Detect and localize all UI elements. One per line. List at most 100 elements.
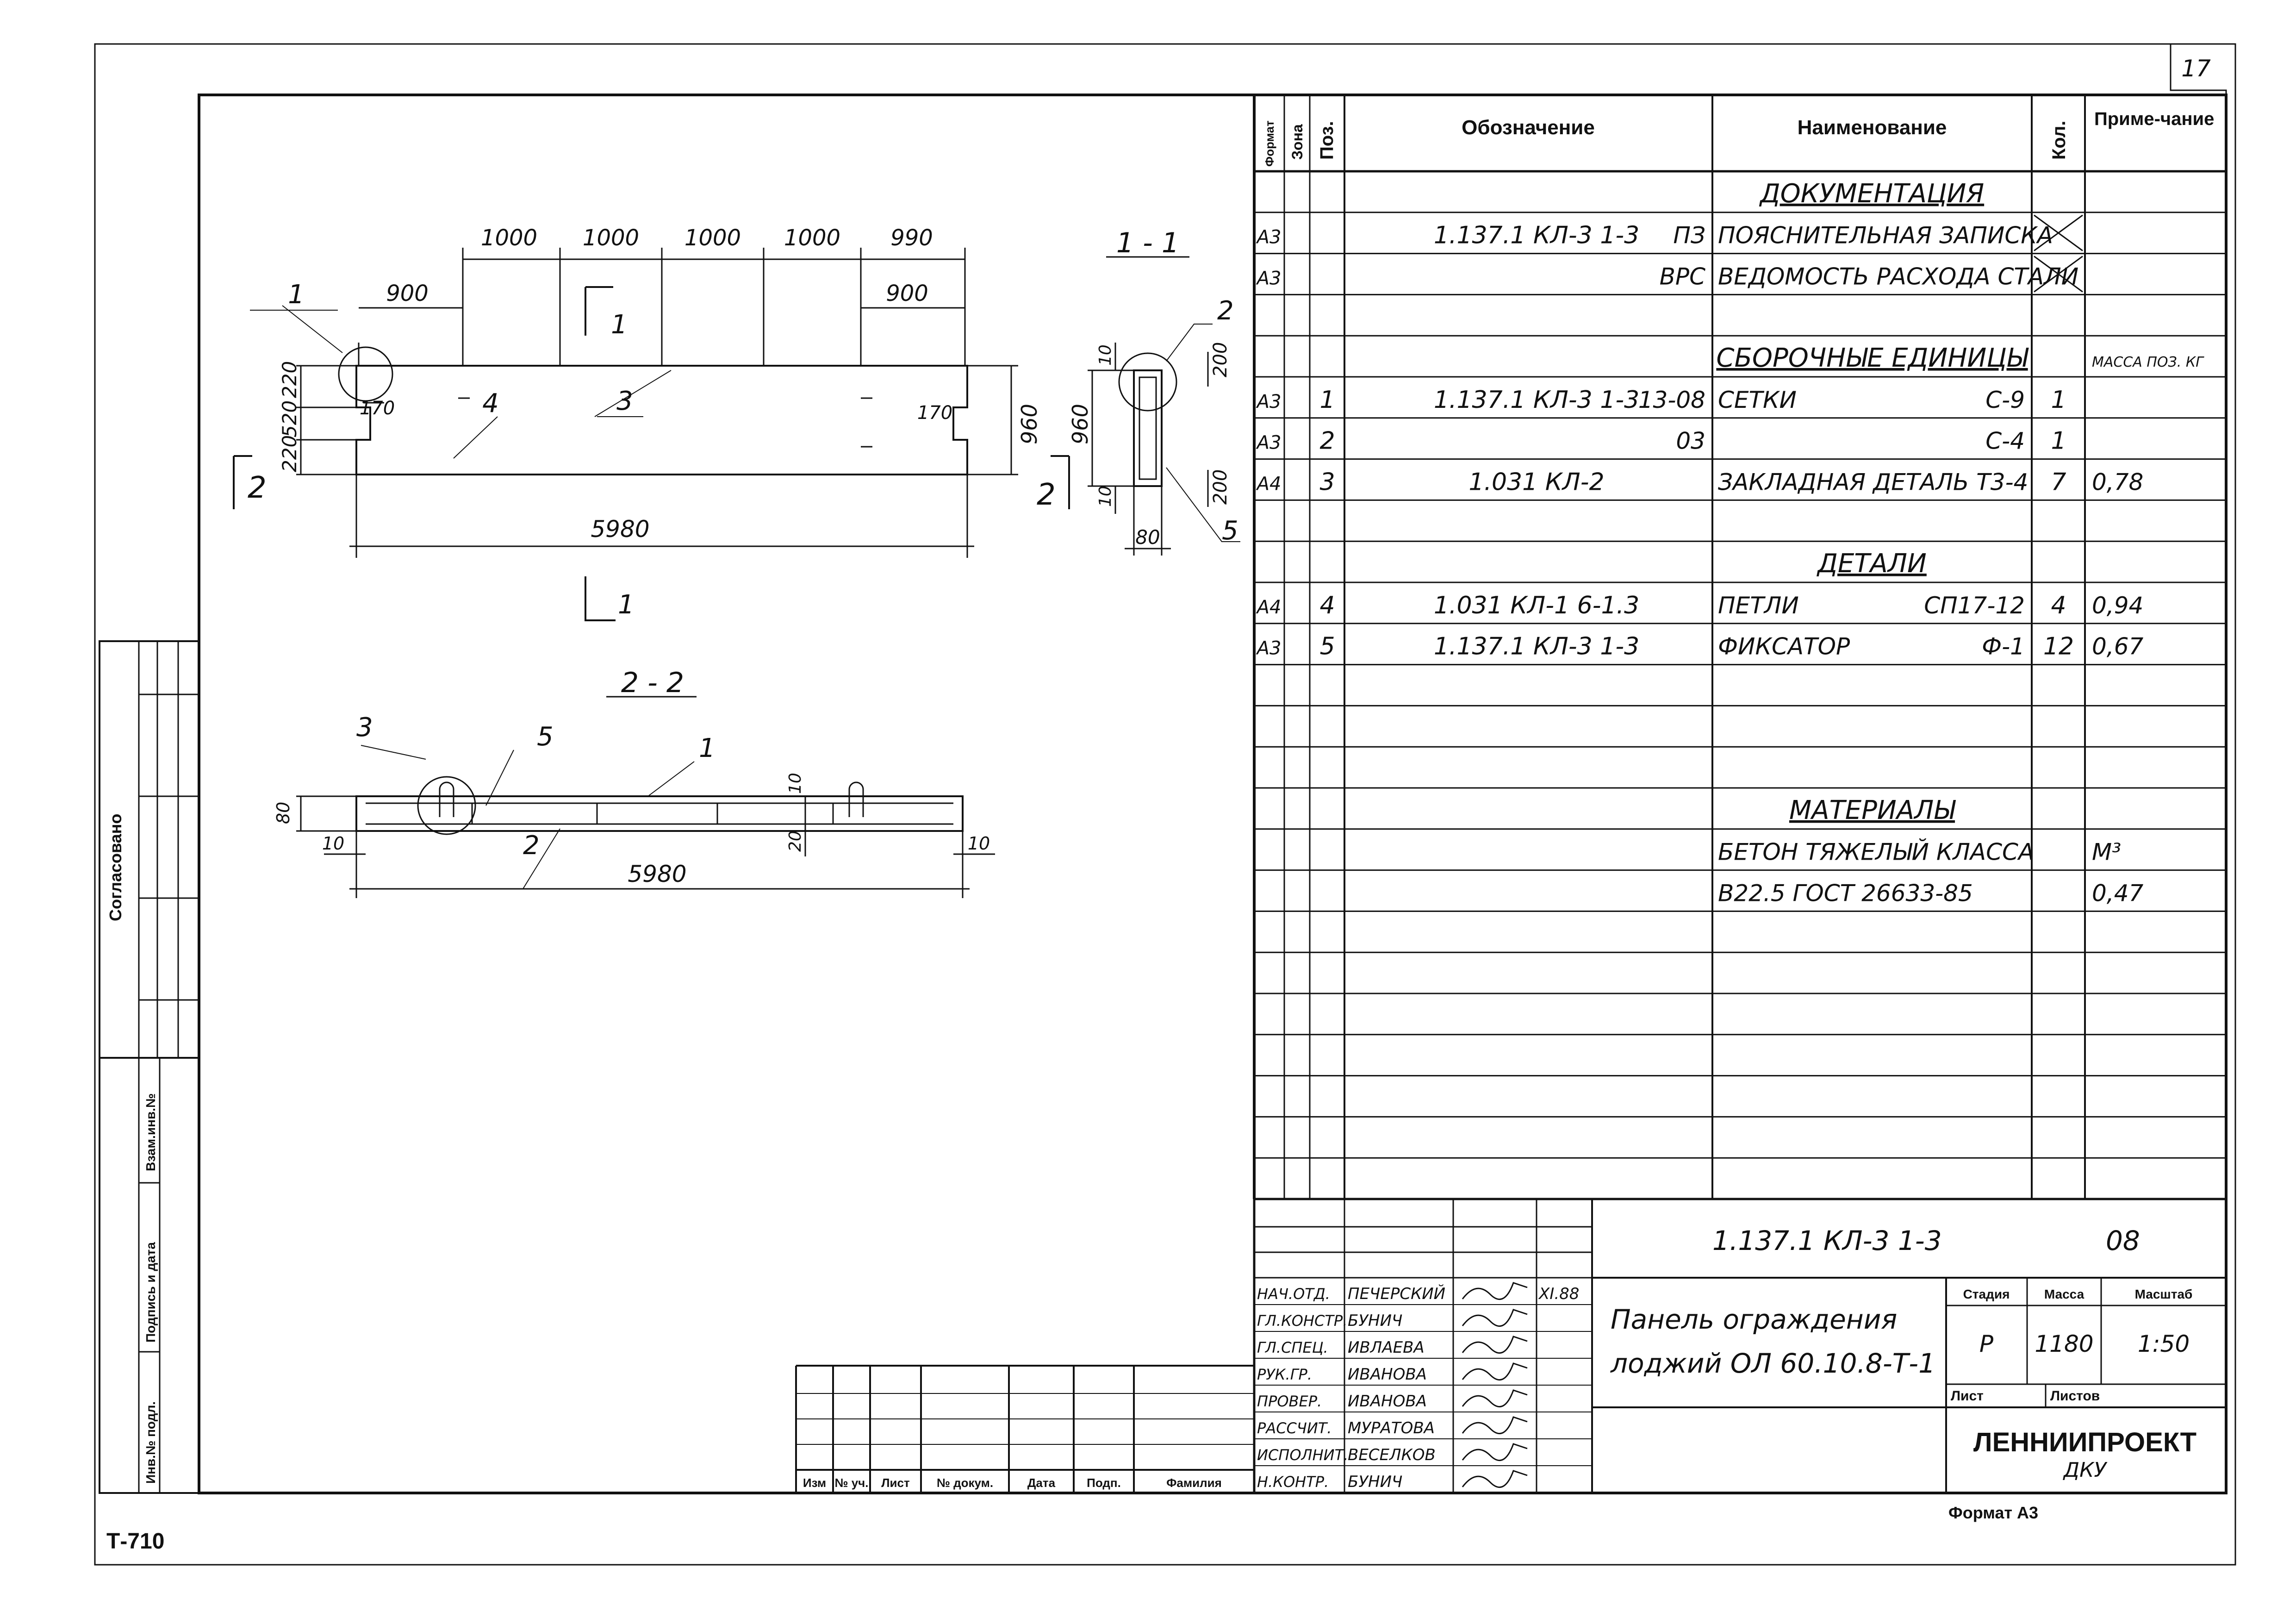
sign-date-label: Подпись и дата [143,1242,158,1343]
dim-label: 1000 [481,225,537,251]
spec-section-title: СБОРОЧНЫЕ ЕДИНИЦЫ [1716,343,2028,373]
signature-scribble [1462,1443,1528,1461]
spec-format: А3 [1256,638,1282,659]
format-label: Формат А3 [1948,1503,2038,1522]
spec-designation-suffix: ВРС [1660,263,1705,290]
spec-qty: 7 [2051,468,2066,496]
spec-name-suffix: СП17-12 [1924,592,2025,619]
stage-value: Р [1979,1330,1994,1357]
dim-label: 1000 [784,225,840,251]
signature-scribble [1462,1282,1528,1300]
inv-no-label: Инв.№ подл. [143,1401,158,1484]
change-header: Дата [1027,1476,1056,1490]
signature-role: ИСПОЛНИТ. [1257,1446,1348,1464]
spec-qty: 4 [2051,592,2066,619]
change-header: Подп. [1087,1476,1121,1490]
col-name-header: Наименование [1798,116,1947,139]
signature-role: РАССЧИТ. [1257,1419,1332,1437]
dim-label: 900 [386,281,429,306]
spec-section-title: ДОКУМЕНТАЦИЯ [1759,179,1984,209]
dim-label: 80 [1135,526,1160,549]
section-mark: 1 [611,310,628,340]
spec-note: М³ [2092,839,2121,866]
signature-role: Н.КОНТР. [1257,1473,1329,1491]
spec-note: 0,47 [2092,880,2144,906]
callout-number: 1 [699,733,716,763]
spec-note: 0,94 [2092,592,2143,619]
section-2-2 [296,696,995,898]
signature-name: БУНИЧ [1348,1312,1402,1330]
callout-number: 4 [482,388,499,418]
spec-note: 0,67 [2092,633,2144,660]
spec-table: Формат Зона Поз. Обозначение Наименовани… [1253,95,2226,1200]
spec-qty: 1 [2051,386,2066,414]
signature-name: ВЕСЕЛКОВ [1348,1446,1436,1464]
callout-number: 2 [1217,296,1234,326]
dim-label: 10 [1096,486,1115,507]
spec-note: 0,78 [2092,468,2143,495]
spec-designation: 1.137.1 КЛ-3 1-3 [1434,633,1639,661]
spec-name: ЗАКЛАДНАЯ ДЕТАЛЬ Т3-4 [1718,468,2028,495]
callout-number: 5 [1222,516,1238,546]
dim-label: 200 [1210,342,1231,377]
change-header: Фамилия [1166,1476,1222,1490]
cross-mark [2034,214,2083,251]
dim-label: 170 [917,402,952,424]
spec-format: А3 [1256,432,1282,454]
spec-format: А4 [1256,473,1282,494]
dim-label: 5980 [628,861,686,887]
dim-label: 1000 [583,225,639,251]
signature-role: НАЧ.ОТД. [1257,1285,1330,1303]
spec-designation-suffix: 13-08 [1638,387,1705,413]
spec-designation: 1.031 КЛ-1 6-1.3 [1434,592,1639,619]
signature-scribble [1462,1336,1528,1354]
stage-label: Стадия [1963,1287,2010,1301]
signature-role: ГЛ.СПЕЦ. [1257,1339,1328,1356]
spec-note: МАССА ПОЗ. КГ [2092,354,2204,370]
spec-name: ПЕТЛИ [1718,592,1799,619]
dim-label: 990 [890,225,933,251]
signature-scribble [1462,1389,1528,1407]
dim-label: 220 [278,435,301,472]
callout-number: 5 [537,722,554,752]
dim-label: 220 [278,361,301,398]
section-mark: 2 [1037,478,1056,512]
section-mark: 1 [618,590,635,620]
callout-number: 2 [523,831,540,861]
doc-sheet: 08 [2106,1225,2140,1256]
change-header: № докум. [937,1476,993,1490]
col-zone-header: Зона [1289,124,1306,160]
spec-pos: 1 [1319,386,1335,414]
title-block: 1.137.1 КЛ-3 1-3 08 Панель ограждения ло… [795,1199,2226,1493]
callout-number: 3 [616,386,633,416]
spec-name: БЕТОН ТЯЖЕЛЫЙ КЛАССА [1718,838,2034,866]
col-pos-header: Поз. [1317,121,1337,160]
panel-title-line2: лоджий ОЛ 60.10.8-Т-1 [1610,1348,1935,1379]
spec-name: ФИКСАТОР [1718,633,1850,660]
dim-label: 1000 [684,225,741,251]
section-mark: 2 [248,471,267,505]
signature-scribble [1462,1470,1528,1488]
sheet-number: 17 [2181,55,2211,82]
doc-code: 1.137.1 КЛ-3 1-3 [1712,1225,1942,1256]
dim-label: 10 [1096,344,1115,366]
spec-format: А3 [1256,268,1282,289]
spec-pos: 3 [1319,468,1335,496]
spec-format: А3 [1256,391,1282,412]
sheet-label: Лист [1951,1388,1984,1404]
spec-designation: 1.137.1 КЛ-3 1-3 [1434,222,1639,250]
mass-value: 1180 [2035,1330,2093,1357]
spec-designation: 1.137.1 КЛ-3 1-3 [1434,386,1639,414]
change-header: Лист [881,1476,910,1490]
scale-value: 1:50 [2138,1330,2190,1357]
spec-name: СЕТКИ [1718,387,1797,413]
signature-name: ИВАНОВА [1348,1365,1427,1384]
dim-label: 900 [886,281,928,306]
dim-label: 520 [278,400,301,437]
scale-label: Масштаб [2135,1287,2193,1301]
dim-label: 80 [273,802,293,824]
